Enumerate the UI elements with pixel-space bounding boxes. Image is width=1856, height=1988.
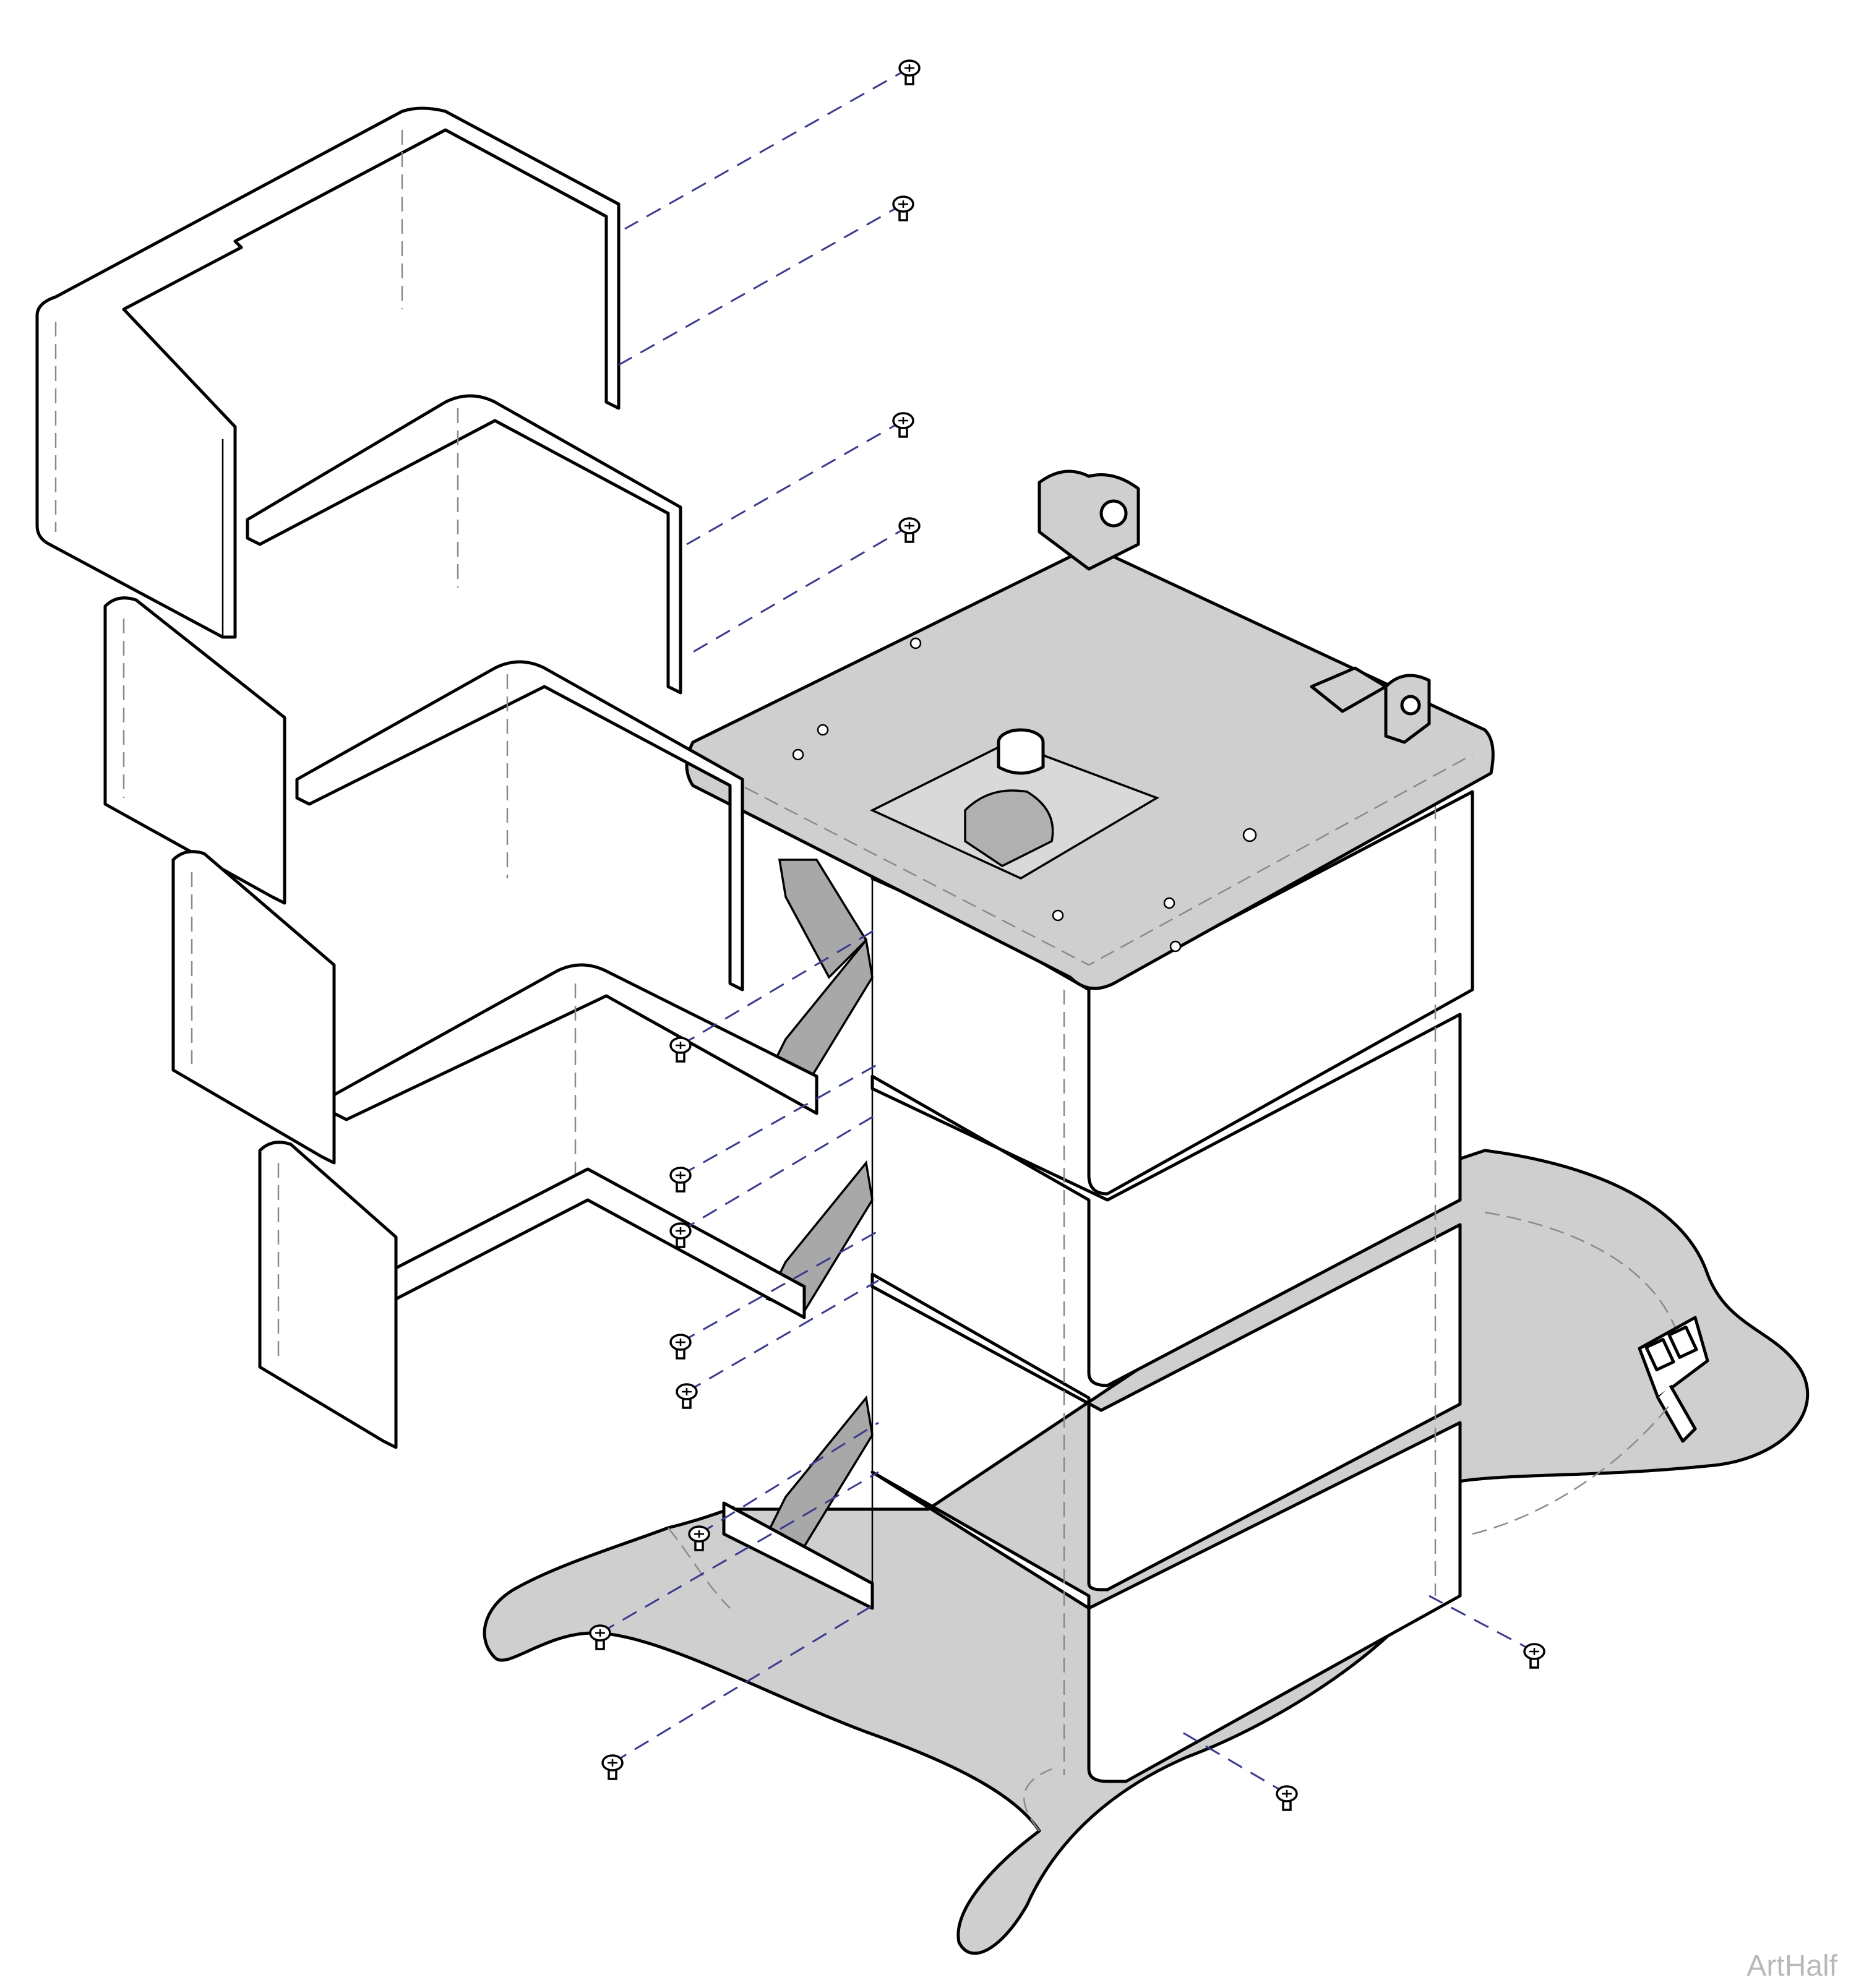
leader-line (698, 1421, 879, 1535)
electrical-outlet (1638, 1316, 1709, 1443)
leader-line (618, 203, 904, 366)
leader-line (680, 1112, 879, 1232)
top-mounting-plate (685, 469, 1495, 990)
screw-leader-lines (599, 67, 1535, 1795)
screw (892, 412, 914, 438)
screw (1276, 1785, 1298, 1811)
screw (898, 517, 921, 543)
leader-line (686, 525, 910, 657)
lift-linkage (722, 859, 874, 1610)
screw (1523, 1643, 1545, 1669)
leader-line (680, 927, 879, 1047)
bottom-u-cover (258, 963, 818, 1449)
leader-line (686, 419, 904, 546)
top-u-cover (35, 106, 621, 639)
column-stack (870, 790, 1671, 1783)
screw (676, 1383, 698, 1409)
leader-line (599, 1471, 879, 1634)
leader-line (1181, 1731, 1287, 1795)
screw (669, 1222, 692, 1248)
column-stage-4 (870, 1421, 1462, 1783)
screw (589, 1624, 611, 1650)
screw (898, 59, 921, 85)
screw (669, 1037, 692, 1063)
screws (589, 59, 1545, 1811)
second-u-cover (103, 394, 682, 905)
screw (601, 1754, 624, 1780)
third-u-cover (171, 660, 744, 1165)
leader-line (680, 1230, 879, 1343)
screw (892, 195, 914, 221)
screw (669, 1167, 692, 1193)
watermark-text: ArtHalf (1746, 1950, 1837, 1982)
leader-line (686, 1279, 879, 1393)
screw (688, 1525, 710, 1551)
leader-line (1429, 1595, 1535, 1653)
screw (669, 1334, 692, 1360)
leader-line (624, 67, 910, 230)
leader-line (680, 1063, 879, 1176)
